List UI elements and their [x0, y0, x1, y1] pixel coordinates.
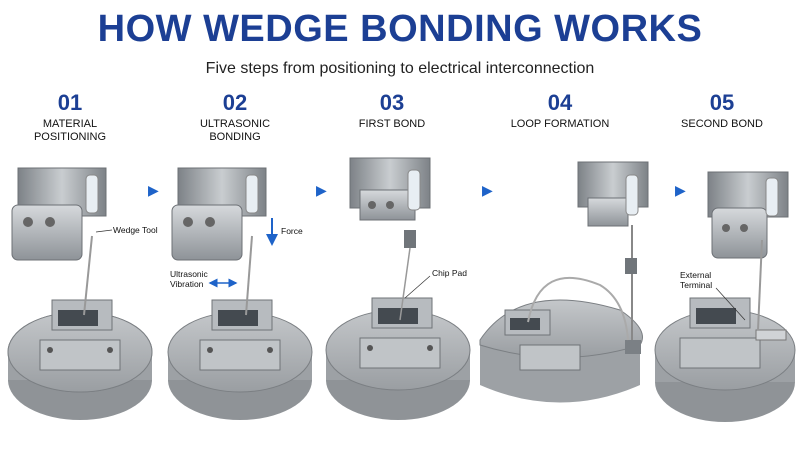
step-5-label-line1: SECOND BOND [681, 118, 763, 130]
wedge-tool-callout: Wedge Tool [113, 225, 158, 235]
step-1-number: 01 [57, 90, 83, 115]
page-title: HOW WEDGE BONDING WORKS [97, 8, 703, 50]
step-3-illustration [325, 157, 471, 420]
step-1-label: MATERIAL POSITIONING [5, 118, 135, 144]
step-4-number: 04 [547, 90, 573, 115]
step-1-label-line1: MATERIAL [42, 118, 98, 130]
step-4-label: LOOP FORMATION [495, 118, 625, 131]
force-callout: Force [281, 226, 303, 236]
step-4-illustration [479, 161, 649, 403]
external-terminal-callout-line2: Terminal [680, 280, 712, 290]
step-2-label-line1: ULTRASONIC [199, 118, 271, 130]
page-subtitle: Five steps from positioning to electrica… [205, 60, 595, 77]
step-4-label-line1: LOOP FORMATION [510, 118, 610, 130]
arrow-right-icon: ▶ [148, 183, 159, 199]
arrow-right-icon: ▶ [316, 183, 327, 199]
step-1-label-line2: POSITIONING [33, 131, 107, 143]
arrow-right-icon: ▶ [482, 183, 493, 199]
step-5-illustration [654, 171, 796, 422]
step-5-number: 05 [709, 90, 735, 115]
step-3-label-line1: FIRST BOND [358, 118, 426, 130]
step-2-illustration [167, 167, 313, 420]
ultrasonic-callout-line2: Vibration [170, 279, 204, 289]
step-2-number: 02 [222, 90, 248, 115]
step-5-label: SECOND BOND [657, 118, 787, 131]
ultrasonic-callout-line1: Ultrasonic [170, 269, 209, 279]
external-terminal-callout-line1: External [680, 270, 711, 280]
chip-pad-callout: Chip Pad [432, 268, 467, 278]
step-3-label: FIRST BOND [327, 118, 457, 131]
arrow-right-icon: ▶ [675, 183, 686, 199]
step-2-label-line2: BONDING [209, 131, 261, 143]
step-3-number: 03 [379, 90, 405, 115]
step-1-illustration [7, 167, 153, 420]
step-2-label: ULTRASONIC BONDING [170, 118, 300, 144]
